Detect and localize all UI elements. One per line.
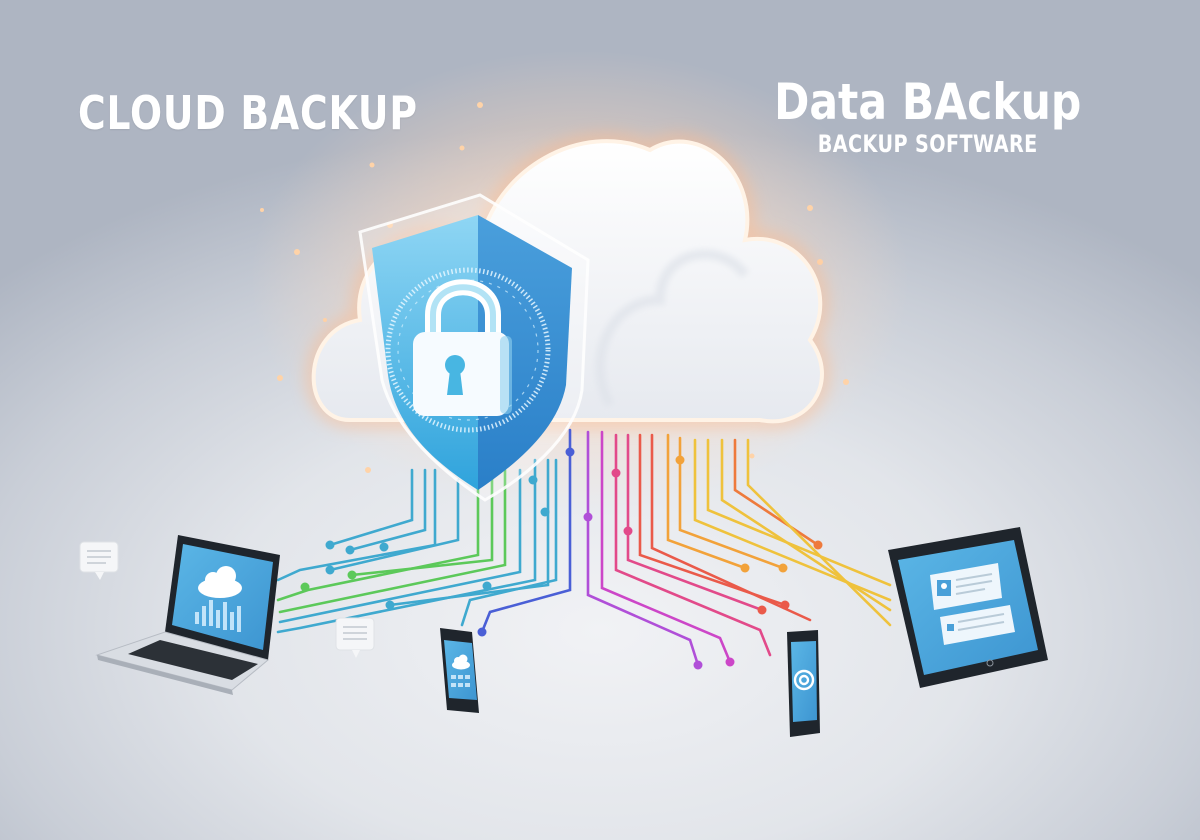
line-nodes [300, 447, 823, 670]
bar-chart-icon [195, 600, 241, 632]
message-card [940, 605, 1015, 645]
smartphone [440, 628, 479, 713]
tablet [888, 527, 1048, 688]
chat-bubble-icon [335, 617, 375, 658]
laptop [95, 535, 280, 695]
headline-data-backup: Data BAckup BACKUP SOFTWARE [747, 74, 1108, 158]
cloud-icon [452, 654, 470, 670]
cloud-icon [198, 566, 242, 598]
data-lines [276, 428, 892, 667]
location-icon [793, 669, 815, 691]
chat-bubble-icon [79, 541, 119, 580]
headline-cloud-backup: CLOUD BACKUP [78, 86, 418, 140]
headline-title: Data BAckup [773, 73, 1081, 131]
headline-subtitle: BACKUP SOFTWARE [817, 130, 1038, 158]
profile-card [930, 563, 1002, 610]
padlock-icon [413, 279, 512, 416]
smartphone [787, 630, 820, 737]
